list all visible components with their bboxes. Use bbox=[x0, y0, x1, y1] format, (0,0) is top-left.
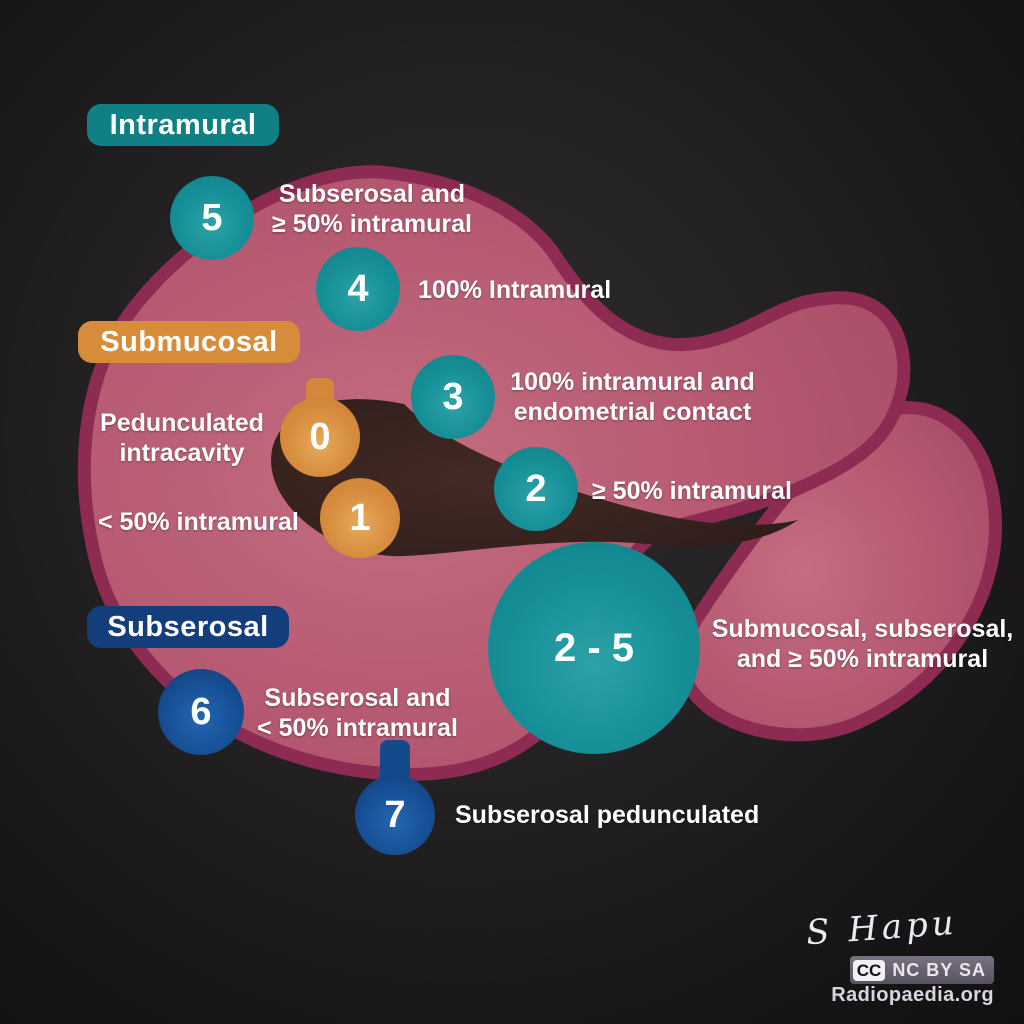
fibroid-number-2: 2 bbox=[525, 467, 547, 510]
subserosal-badge-label: Subserosal bbox=[107, 610, 269, 643]
fibroid-label-7: Subserosal pedunculated bbox=[455, 801, 760, 829]
intramural-badge: Intramural bbox=[87, 104, 279, 146]
radiopaedia-credit: Radiopaedia.org bbox=[831, 984, 994, 1006]
fibroid-number-1: 1 bbox=[349, 496, 371, 539]
fibroid-label-2: ≥ 50% intramural bbox=[592, 477, 792, 505]
license-terms: NC BY SA bbox=[892, 959, 986, 980]
fibroid-number-0: 0 bbox=[309, 415, 331, 458]
fibroid-label-0: Pedunculated intracavity bbox=[100, 409, 264, 467]
fibroid-number-2-5: 2 - 5 bbox=[553, 625, 635, 670]
fibroid-label-4: 100% Intramural bbox=[418, 276, 612, 304]
fibroid-label-5: Subserosal and ≥ 50% intramural bbox=[272, 180, 472, 238]
fibroid-circle-4: 4 bbox=[316, 247, 400, 331]
fibroid-circle-7: 7 bbox=[355, 775, 435, 855]
fibroid-circle-0: 0 bbox=[280, 397, 360, 477]
fibroid-circle-6: 6 bbox=[158, 669, 244, 755]
fibroid-label-6: Subserosal and < 50% intramural bbox=[257, 684, 458, 742]
submucosal-badge-label: Submucosal bbox=[100, 325, 278, 358]
fibroid-circle-2-5: 2 - 5 bbox=[488, 542, 700, 754]
cc-license-icon: CC bbox=[852, 959, 886, 981]
fibroid-number-3: 3 bbox=[442, 375, 464, 418]
fibroid-number-6: 6 bbox=[190, 690, 212, 733]
fibroid-label-2-5: Submucosal, subserosal, and ≥ 50% intram… bbox=[711, 615, 1014, 673]
fibroid-circle-1: 1 bbox=[320, 478, 400, 558]
intramural-badge-label: Intramural bbox=[109, 108, 257, 141]
fibroid-number-5: 5 bbox=[201, 196, 223, 239]
subserosal-badge: Subserosal bbox=[87, 606, 289, 648]
fibroid-number-4: 4 bbox=[347, 267, 369, 310]
fibroid-label-3: 100% intramural and endometrial contact bbox=[510, 368, 755, 426]
fibroid-circle-5: 5 bbox=[170, 176, 254, 260]
submucosal-badge: Submucosal bbox=[78, 321, 300, 363]
fibroid-circle-2: 2 bbox=[494, 447, 578, 531]
fibroid-label-1: < 50% intramural bbox=[98, 508, 299, 536]
fibroid-circle-3: 3 bbox=[411, 355, 495, 439]
fibroid-number-7: 7 bbox=[384, 793, 406, 836]
license-badge: CC NC BY SA bbox=[849, 956, 994, 984]
